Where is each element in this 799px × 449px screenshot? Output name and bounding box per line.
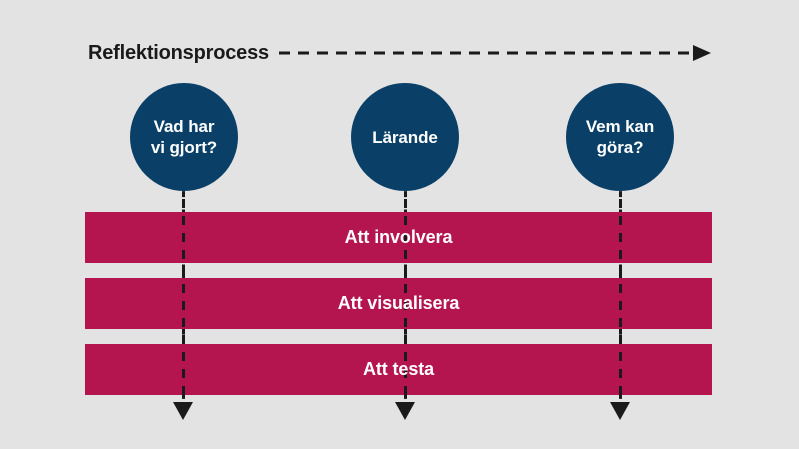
phase-circle-vad-har-vi-gjort[interactable]: Vad har vi gjort? — [130, 83, 238, 191]
phase-circle-vem-kan-gora[interactable]: Vem kan göra? — [566, 83, 674, 191]
phase-label-line1: Vad har — [153, 117, 215, 136]
phase-circle-label: Vem kan göra? — [578, 116, 662, 158]
method-bar-testa[interactable]: Att testa — [85, 344, 712, 395]
down-arrow-icon-3 — [610, 402, 630, 420]
phase-label-line2: göra? — [596, 138, 644, 157]
method-bar-label: Att testa — [362, 359, 435, 379]
phase-label-line2: vi gjort? — [150, 138, 218, 157]
method-bar-label: Att visualisera — [337, 293, 460, 313]
process-arrow-icon — [279, 45, 711, 61]
down-arrow-icon-1 — [173, 402, 193, 420]
phase-circle-label: Lärande — [364, 127, 445, 148]
method-bar-involvera[interactable]: Att involvera — [85, 212, 712, 263]
page-title: Reflektionsprocess — [88, 42, 269, 64]
phase-circle-larande[interactable]: Lärande — [351, 83, 459, 191]
method-bar-visualisera[interactable]: Att visualisera — [85, 278, 712, 329]
phase-label-line1: Vem kan — [585, 117, 655, 136]
phase-label-line1: Lärande — [372, 127, 438, 147]
down-arrow-icon-2 — [395, 402, 415, 420]
method-bar-label: Att involvera — [344, 227, 453, 247]
phase-circle-label: Vad har vi gjort? — [143, 116, 225, 158]
